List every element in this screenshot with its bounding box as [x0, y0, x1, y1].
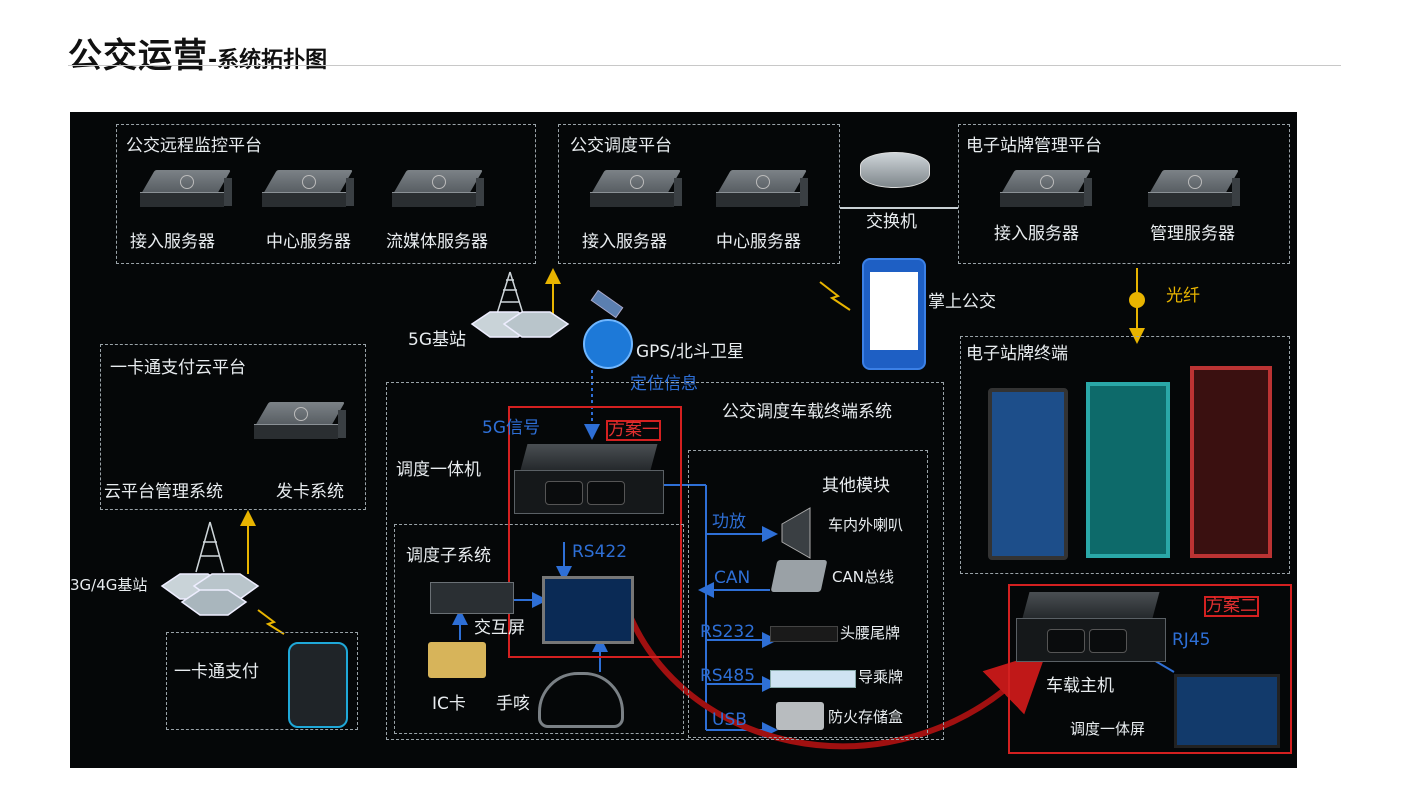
mobile-label: 掌上公交	[928, 292, 996, 312]
fiber-connector	[1129, 292, 1145, 308]
title-rule	[68, 65, 1341, 66]
card-cloud-label: 一卡通支付云平台	[110, 358, 246, 378]
device-label: 头腰尾牌	[840, 624, 901, 642]
server-icon	[716, 170, 808, 212]
subsystem-box	[394, 524, 684, 734]
remote-monitor-platform	[116, 124, 536, 264]
switch-label: 交换机	[866, 212, 917, 232]
vehicle-host-icon	[1016, 592, 1166, 662]
subsystem-label: 调度子系统	[406, 546, 491, 566]
server-label: 接入服务器	[130, 232, 215, 252]
bs34g-tower-shape	[160, 521, 260, 616]
port-label: USB	[712, 710, 747, 730]
can-module-icon	[770, 560, 828, 592]
rs422-label: RS422	[572, 542, 628, 562]
page-title: 公交运营-系统拓扑图	[68, 28, 327, 77]
bs5g-tower-shape	[470, 271, 570, 338]
server-label: 接入服务器	[582, 232, 667, 252]
server-label: 中心服务器	[266, 232, 351, 252]
signal5g-label: 5G信号	[482, 418, 540, 438]
other-modules-label: 其他模块	[822, 476, 890, 496]
epaper-platform-label: 电子站牌管理平台	[966, 136, 1102, 156]
plan2-frame	[1008, 584, 1292, 754]
epaper-sign-icon	[1190, 366, 1272, 558]
switch-icon	[860, 152, 930, 188]
port-label: RS232	[700, 622, 756, 642]
wireless-bolt-phone	[819, 281, 851, 311]
ic-card-icon	[428, 642, 486, 678]
epaper-sign-icon	[988, 388, 1068, 560]
server-label: 中心服务器	[716, 232, 801, 252]
title-main: 公交运营	[68, 36, 208, 76]
device-label: CAN总线	[832, 568, 894, 586]
vehicle-host-label: 车载主机	[1046, 676, 1114, 696]
server-label: 管理服务器	[1150, 224, 1235, 244]
server-icon	[1148, 170, 1240, 212]
server-label: 接入服务器	[994, 224, 1079, 244]
card-cloud-item: 发卡系统	[276, 482, 344, 502]
server-icon	[140, 170, 232, 212]
epaper-terminal-box	[960, 336, 1290, 574]
dispatch-screen-label: 调度一体屏	[1070, 720, 1146, 738]
ic-card-label: IC卡	[432, 694, 466, 714]
server-icon	[1000, 170, 1092, 212]
positioning-label: 定位信息	[630, 374, 698, 394]
server-icon	[254, 402, 346, 444]
topology-diagram: 公交远程监控平台 接入服务器 中心服务器 流媒体服务器 公交调度平台 接入服务器…	[70, 112, 1297, 768]
card-cloud-item: 云平台管理系统	[104, 482, 223, 502]
port-label: CAN	[714, 568, 751, 588]
wireless-bolt-card	[257, 609, 285, 635]
device-label: 车内外喇叭	[828, 516, 904, 534]
epaper-terminal-label: 电子站牌终端	[966, 344, 1068, 364]
remote-monitor-label: 公交远程监控平台	[126, 136, 262, 156]
server-icon	[262, 170, 354, 212]
plan-upgrade-arrow	[619, 593, 1047, 750]
interactive-screen-icon	[542, 576, 634, 644]
epaper-sign-icon	[1086, 382, 1170, 558]
port-label: 功放	[712, 512, 746, 532]
onboard-system	[386, 382, 944, 740]
card-pay-box	[166, 632, 358, 730]
bs5g-label: 5G基站	[408, 330, 466, 350]
storage-box-icon	[776, 702, 824, 730]
speaker-shape	[781, 507, 811, 559]
other-modules-box	[688, 450, 928, 738]
card-cloud-platform	[100, 344, 366, 510]
onboard-system-label: 公交调度车载终端系统	[722, 402, 892, 422]
rj45-label: RJ45	[1172, 630, 1211, 650]
mic-label: 手咳	[496, 694, 530, 714]
keypad-icon	[430, 582, 514, 614]
guide-sign-icon	[770, 670, 856, 688]
device-label: 导乘牌	[858, 668, 904, 686]
plan1-frame	[508, 406, 682, 658]
led-sign-icon	[770, 626, 838, 642]
server-icon	[392, 170, 484, 212]
card-pay-label: 一卡通支付	[174, 662, 259, 682]
dispatch-platform-label: 公交调度平台	[570, 136, 672, 156]
port-label: RS485	[700, 666, 756, 686]
plan2-label: 方案二	[1204, 596, 1259, 617]
server-icon	[590, 170, 682, 212]
satellite-panel	[590, 289, 624, 319]
dispatch-platform	[558, 124, 840, 264]
plan1-label: 方案一	[606, 420, 661, 441]
dispatch-unit-label: 调度一体机	[396, 460, 481, 480]
connector-layer	[160, 207, 1175, 750]
bs34g-label: 3G/4G基站	[70, 576, 148, 594]
epaper-platform	[958, 124, 1290, 264]
phone-icon	[862, 258, 926, 370]
fiber-label: 光纤	[1166, 286, 1200, 306]
dispatch-screen-icon	[1174, 674, 1280, 748]
server-label: 流媒体服务器	[386, 232, 488, 252]
gps-label: GPS/北斗卫星	[636, 342, 744, 362]
device-label: 防火存储盒	[828, 708, 904, 726]
gps-globe-shape	[583, 319, 633, 369]
title-sub: -系统拓扑图	[208, 48, 328, 73]
card-reader-icon	[288, 642, 348, 728]
screen-label: 交互屏	[474, 618, 525, 638]
dispatch-unit-icon	[514, 444, 664, 514]
